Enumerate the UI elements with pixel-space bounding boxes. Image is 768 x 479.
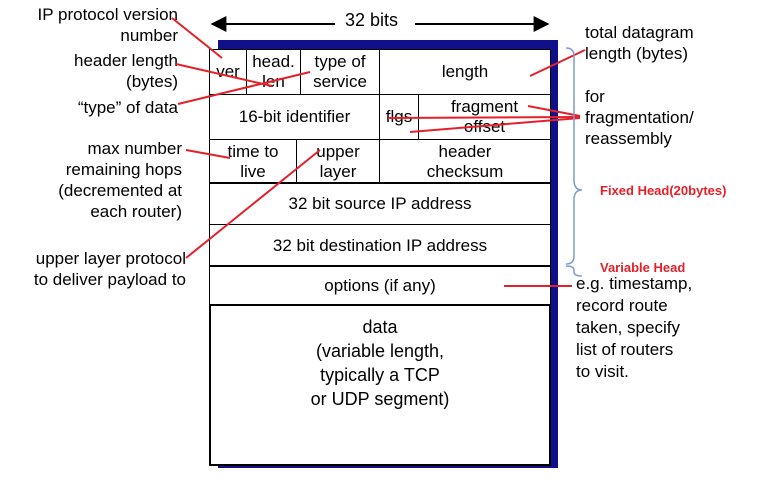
row-divider bbox=[209, 304, 551, 306]
pointer-fragment-top bbox=[527, 105, 581, 117]
annotation-max-hops: max number remaining hops (decremented a… bbox=[58, 139, 182, 221]
field-source-address: 32 bit source IP address bbox=[209, 183, 551, 225]
annotation-ip-version: IP protocol version number bbox=[37, 5, 178, 45]
annotation-total-length: total datagram length (bytes) bbox=[585, 23, 694, 63]
width-label: 32 bits bbox=[345, 10, 399, 30]
pointer-fragment-offset bbox=[409, 117, 581, 133]
field-header-checksum: header checksum bbox=[379, 139, 551, 184]
annotation-options-example: e.g. timestamp, record route taken, spec… bbox=[576, 274, 693, 381]
field-time-to-live: time to live bbox=[209, 139, 297, 184]
annotation-upper-protocol: upper layer protocol to deliver payload … bbox=[33, 249, 186, 289]
pointer-total-length bbox=[529, 49, 586, 77]
annotation-variable-head: Variable Head bbox=[600, 260, 686, 275]
row-divider bbox=[209, 265, 551, 267]
pointer-upper-protocol bbox=[185, 149, 321, 259]
pointer-max-hops bbox=[185, 149, 231, 159]
field-type-of-service: type of service bbox=[300, 49, 380, 95]
row-divider bbox=[209, 182, 551, 184]
annotation-fragmentation: for fragmentation/ reassembly bbox=[585, 87, 694, 148]
pointer-ip-version bbox=[171, 17, 223, 59]
annotation-fixed-head: Fixed Head(20bytes) bbox=[600, 183, 727, 198]
field-length: length bbox=[379, 49, 551, 95]
annotation-header-length: header length (bytes) bbox=[74, 51, 178, 91]
pointer-header-length bbox=[175, 63, 273, 87]
field-data: data (variable length, typically a TCP o… bbox=[209, 305, 551, 466]
bracket-variable-head bbox=[565, 265, 583, 277]
pointer-flags bbox=[387, 116, 581, 119]
pointer-type-of-data bbox=[177, 71, 311, 105]
field-head-len: head. len bbox=[246, 49, 301, 95]
annotation-type-of-data: “type” of data bbox=[77, 98, 178, 117]
field-identifier: 16-bit identifier bbox=[209, 94, 380, 140]
field-upper-layer: upper layer bbox=[296, 139, 380, 184]
bracket-fixed-head bbox=[565, 47, 583, 265]
